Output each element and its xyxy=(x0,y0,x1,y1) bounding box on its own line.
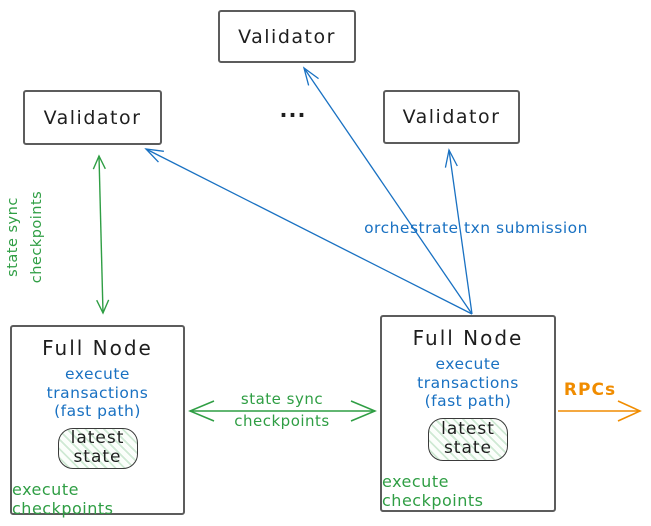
execute-transactions-line1: execute transactions xyxy=(417,355,519,392)
full-node-title: Full Node xyxy=(412,326,524,350)
full-node-left: Full Node execute transactions (fast pat… xyxy=(10,325,185,518)
validator-label: Validator xyxy=(43,106,142,129)
validator-node-top: Validator xyxy=(218,10,356,63)
latest-state-line2: state xyxy=(73,447,122,468)
latest-state-box: latest state xyxy=(428,417,508,461)
full-node-title: Full Node xyxy=(42,336,153,360)
validator-label: Validator xyxy=(238,25,336,48)
latest-state-line1: latest xyxy=(441,418,495,439)
more-validators-ellipsis: ... xyxy=(279,98,307,122)
latest-state-line1: latest xyxy=(70,427,125,448)
edge-label-node-sync-line1: state sync xyxy=(240,390,324,408)
execute-transactions-line2: (fast path) xyxy=(424,392,512,411)
execute-transactions-line1: execute transactions xyxy=(46,365,149,402)
execute-transactions-label: execute transactions (fast path) xyxy=(382,355,554,411)
latest-state-box: latest state xyxy=(57,427,138,469)
execute-checkpoints-label: execute checkpoints xyxy=(382,472,484,510)
execute-checkpoints-label: execute checkpoints xyxy=(12,479,114,518)
edge-label-validator-sync-line1: state sync xyxy=(5,197,21,277)
execute-transactions-line2: (fast path) xyxy=(54,402,141,421)
edge-label-rpcs: RPCs xyxy=(563,380,617,400)
full-node-right: Full Node execute transactions (fast pat… xyxy=(380,315,556,512)
latest-state-line2: state xyxy=(443,438,493,459)
validator-node-right: Validator xyxy=(383,90,520,144)
edge-label-node-sync-line2: checkpoints xyxy=(234,412,330,430)
edge-label-validator-sync-line2: checkpoints xyxy=(29,190,45,284)
validator-label: Validator xyxy=(402,106,501,128)
execute-transactions-label: execute transactions (fast path) xyxy=(12,365,183,421)
arrow-validator-fullnode-sync xyxy=(92,154,110,315)
edge-label-orchestrate-txn-submission: orchestrate txn submission xyxy=(364,219,588,237)
validator-node-left: Validator xyxy=(23,90,162,145)
